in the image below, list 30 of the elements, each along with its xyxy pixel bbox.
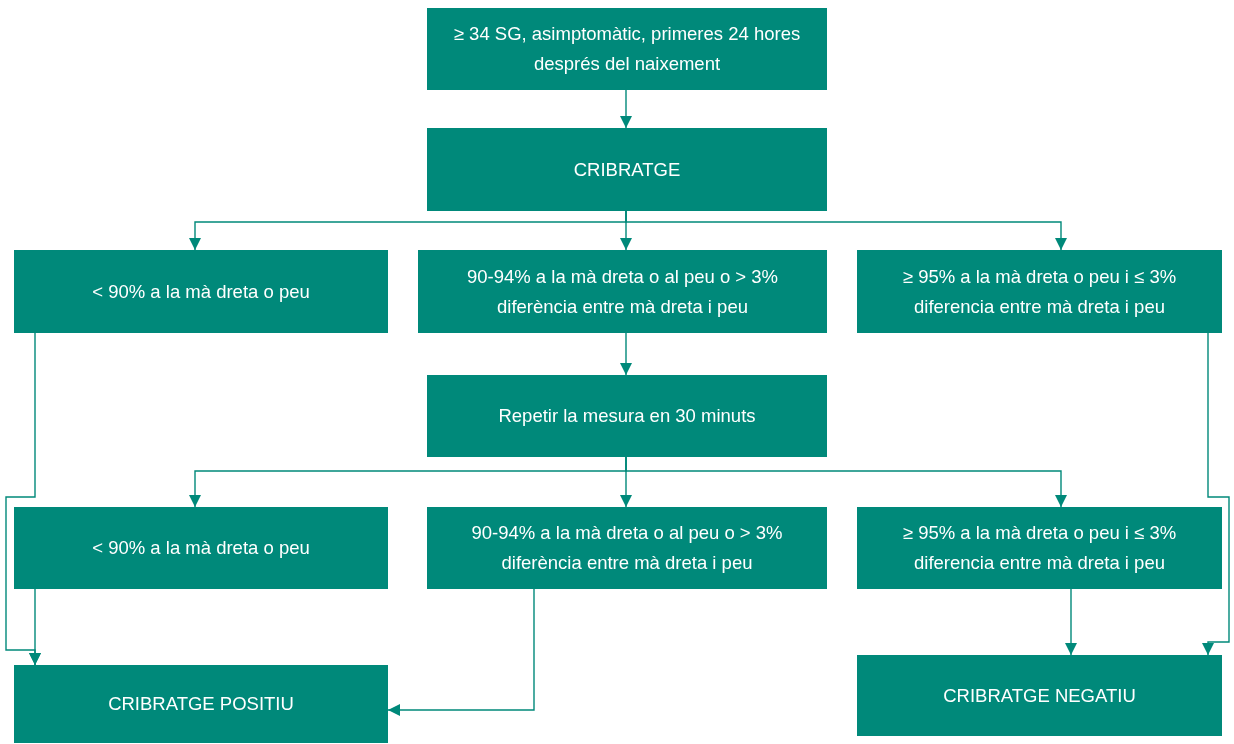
box-label: Repetir la mesura en 30 minuts: [498, 404, 756, 429]
arrow: [387, 588, 535, 716]
box-label: < 90% a la mà dreta o peu: [92, 536, 310, 561]
arrow: [620, 89, 632, 129]
arrow: [625, 210, 1067, 251]
arrow: [1065, 588, 1077, 656]
arrow: [29, 588, 41, 666]
arrow: [1202, 332, 1230, 656]
process-box: [14, 250, 388, 333]
process-box: [857, 250, 1222, 333]
process-box: [857, 655, 1222, 736]
process-box: [427, 128, 827, 211]
box-label: CRIBRATGE POSITIU: [108, 692, 294, 717]
process-box: [427, 507, 827, 589]
process-box: [14, 507, 388, 589]
arrow: [625, 456, 1067, 508]
process-box: [418, 250, 827, 333]
box-label: ≥ 34 SG, asimptomàtic, primeres 24 hores després del naixement: [452, 22, 802, 76]
process-box: [427, 8, 827, 90]
box-label: 90-94% a la mà dreta o al peu o > 3% diferència entre mà dreta i peu: [465, 264, 780, 319]
box-label: 90-94% a la mà dreta o al peu o > 3% diferència entre mà dreta i peu: [470, 521, 784, 575]
box-label: CRIBRATGE NEGATIU: [943, 683, 1136, 708]
arrow: [620, 332, 632, 376]
box-label: CRIBRATGE: [573, 157, 681, 182]
box-label: ≥ 95% a la mà dreta o peu i ≤ 3% diferencia entre mà dreta i peu: [901, 521, 1178, 575]
process-box: [427, 375, 827, 457]
process-box: [14, 665, 388, 743]
box-label: ≥ 95% a la mà dreta o peu i ≤ 3% diferencia entre mà dreta i peu: [901, 264, 1178, 319]
box-label: < 90% a la mà dreta o peu: [92, 279, 310, 304]
process-box: [857, 507, 1222, 589]
